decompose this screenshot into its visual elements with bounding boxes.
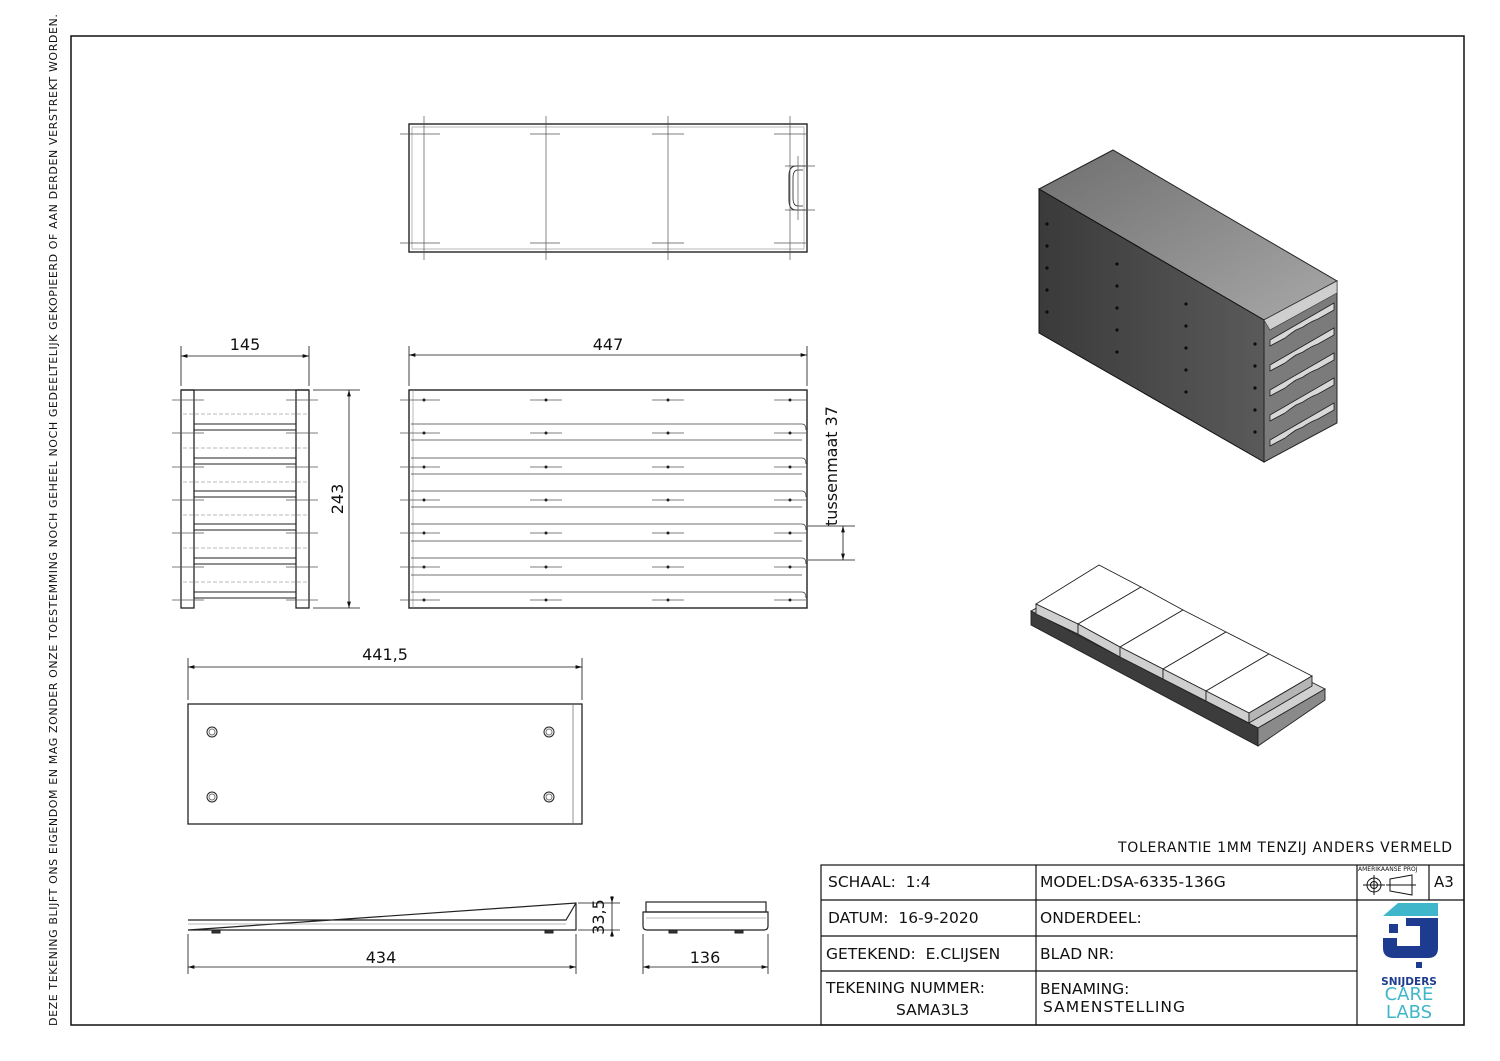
isometric-rack-view bbox=[1037, 149, 1339, 463]
scale-field: SCHAAL: 1:4 bbox=[828, 873, 931, 891]
isometric-plate-view bbox=[1030, 564, 1326, 747]
projection-label: AMERIKAANSE PROJ bbox=[1358, 866, 1418, 873]
model-label: MODEL: bbox=[1040, 873, 1102, 891]
snijders-logo-icon bbox=[1383, 903, 1438, 968]
dim-label-136: 136 bbox=[690, 948, 721, 967]
date-field: DATUM: 16-9-2020 bbox=[828, 909, 979, 927]
logo-line-3: LABS bbox=[1385, 1002, 1433, 1023]
dim-label-145: 145 bbox=[230, 335, 261, 354]
scale-value: 1:4 bbox=[905, 873, 931, 891]
drawn-field: GETEKEND: E.CLIJSEN bbox=[826, 945, 1000, 963]
part-label: ONDERDEEL: bbox=[1040, 909, 1142, 927]
name-value: SAMENSTELLING bbox=[1043, 998, 1187, 1016]
dim-243 bbox=[313, 389, 360, 609]
plate-side-view bbox=[187, 902, 577, 934]
dim-441 bbox=[187, 658, 583, 700]
date-value: 16-9-2020 bbox=[898, 909, 979, 927]
dim-label-33-5: 33,5 bbox=[589, 899, 608, 935]
projection-symbol-icon bbox=[1363, 874, 1416, 896]
dim-pitch bbox=[808, 525, 855, 561]
dim-447 bbox=[408, 346, 808, 386]
dim-33-5 bbox=[578, 896, 620, 937]
dim-label-434: 434 bbox=[366, 948, 397, 967]
logo-line-2: CARE bbox=[1384, 984, 1434, 1005]
sheet-size: A3 bbox=[1434, 873, 1454, 891]
tolerance-note: TOLERANTIE 1MM TENZIJ ANDERS VERMELD bbox=[1118, 840, 1453, 856]
sheet-number-label: BLAD NR: bbox=[1040, 945, 1115, 963]
front-view bbox=[400, 389, 808, 609]
dim-label-441-5: 441,5 bbox=[362, 645, 408, 664]
logo-line-1: SNIJDERS bbox=[1381, 976, 1437, 988]
top-view bbox=[400, 116, 815, 260]
title-block bbox=[820, 864, 1465, 1026]
dim-label-243: 243 bbox=[328, 484, 347, 515]
dim-label-pitch: tussenmaat 37 bbox=[822, 406, 841, 526]
dim-label-447: 447 bbox=[593, 335, 624, 354]
dim-434 bbox=[187, 934, 577, 974]
plate-top-view bbox=[187, 703, 583, 825]
side-view bbox=[172, 389, 318, 609]
model-field: MODEL:DSA-6335-136G bbox=[1040, 873, 1226, 891]
drawing-number-value: SAMA3L3 bbox=[896, 1001, 970, 1019]
dim-145 bbox=[180, 346, 310, 386]
drawing-number-label: TEKENING NUMMER: bbox=[826, 979, 985, 997]
dim-136 bbox=[642, 934, 769, 974]
drawn-value: E.CLIJSEN bbox=[925, 945, 1001, 963]
model-value: DSA-6335-136G bbox=[1101, 873, 1226, 891]
date-label: DATUM: bbox=[828, 909, 889, 927]
plate-end-view bbox=[642, 901, 769, 934]
name-label: BENAMING: bbox=[1040, 980, 1130, 998]
drawing-border bbox=[70, 35, 1465, 1026]
scale-label: SCHAAL: bbox=[828, 873, 896, 891]
drawn-label: GETEKEND: bbox=[826, 945, 916, 963]
